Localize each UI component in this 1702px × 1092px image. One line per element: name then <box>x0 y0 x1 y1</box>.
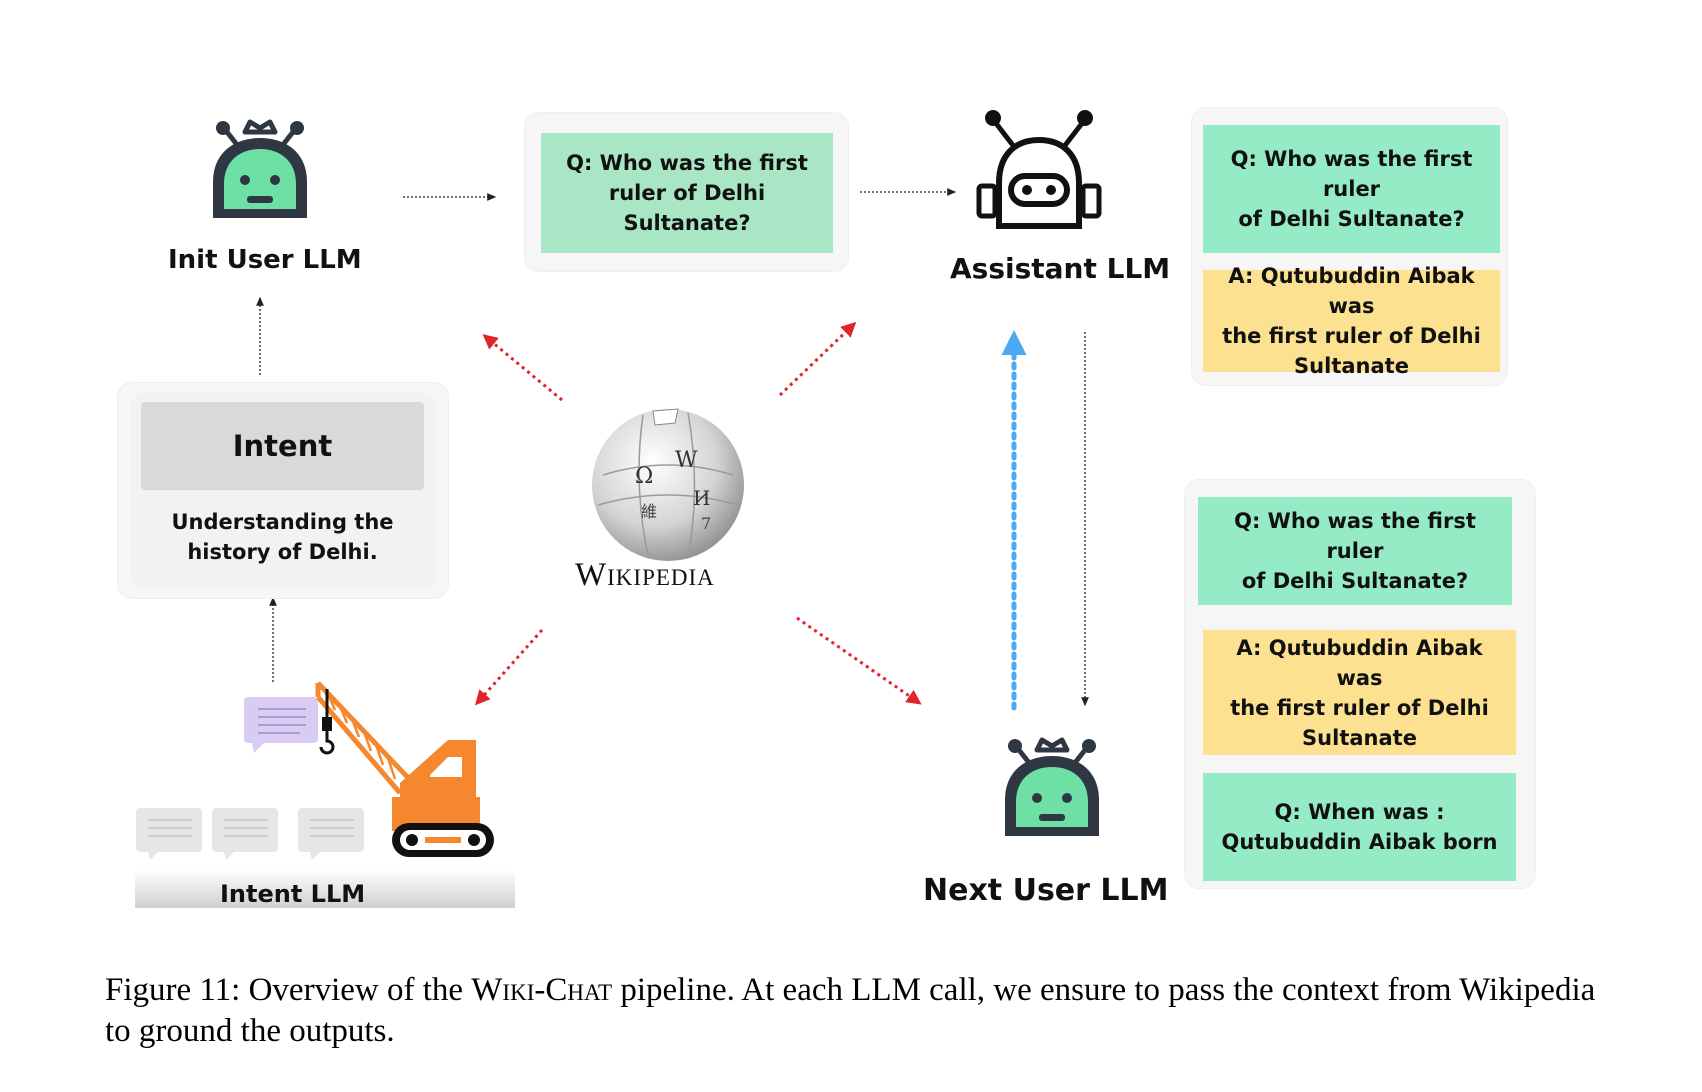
figure-caption: Figure 11: Overview of the Wiki-Chat pip… <box>105 970 1625 1052</box>
svg-text:Ω: Ω <box>635 464 653 489</box>
question-card: Q: Who was the first ruler of Delhi Sult… <box>541 133 833 253</box>
svg-text:W: W <box>675 448 698 473</box>
wikipedia-wordmark: Wikipedia <box>575 557 715 593</box>
init-user-llm-label: Init User LLM <box>168 245 362 275</box>
next-user-context-answer: A: Qutubuddin Aibak was the first ruler … <box>1203 630 1516 755</box>
assistant-context-question: Q: Who was the first ruler of Delhi Sult… <box>1203 125 1500 253</box>
wiki-arrow-to-intentllm <box>475 629 544 706</box>
intent-title: Intent <box>141 402 424 490</box>
wikipedia-globe-icon: Ω W И 維 7 <box>592 408 744 561</box>
robot-assistant-icon <box>976 110 1102 229</box>
robot-user-icon <box>213 119 307 218</box>
next-user-context-question-2: Q: When was : Qutubuddin Aibak born <box>1203 773 1516 881</box>
assistant-llm-label: Assistant LLM <box>950 252 1171 285</box>
chat-bubble-icon <box>244 697 318 753</box>
wiki-arrow-to-nextuser <box>796 616 922 705</box>
assistant-context-answer: A: Qutubuddin Aibak was the first ruler … <box>1203 264 1500 378</box>
intent-description: Understanding the history of Delhi. <box>171 510 394 564</box>
wiki-arrow-to-assistant <box>778 321 857 397</box>
caption-pipeline-name: Wiki-Chat <box>471 972 613 1008</box>
robot-next-user-icon <box>1005 737 1099 836</box>
caption-suffix: pipeline. At each LLM call, we ensure to… <box>105 972 1596 1049</box>
crane-icon <box>135 681 515 908</box>
intent-llm-label: Intent LLM <box>220 880 366 908</box>
next-user-context-question-1: Q: Who was the first ruler of Delhi Sult… <box>1198 497 1512 605</box>
caption-prefix: Figure 11: Overview of the <box>105 972 472 1008</box>
next-user-llm-label: Next User LLM <box>923 873 1169 908</box>
svg-text:И: И <box>693 486 710 510</box>
wiki-arrow-to-init <box>482 334 563 402</box>
svg-text:維: 維 <box>641 502 657 521</box>
svg-text:7: 7 <box>701 514 711 533</box>
